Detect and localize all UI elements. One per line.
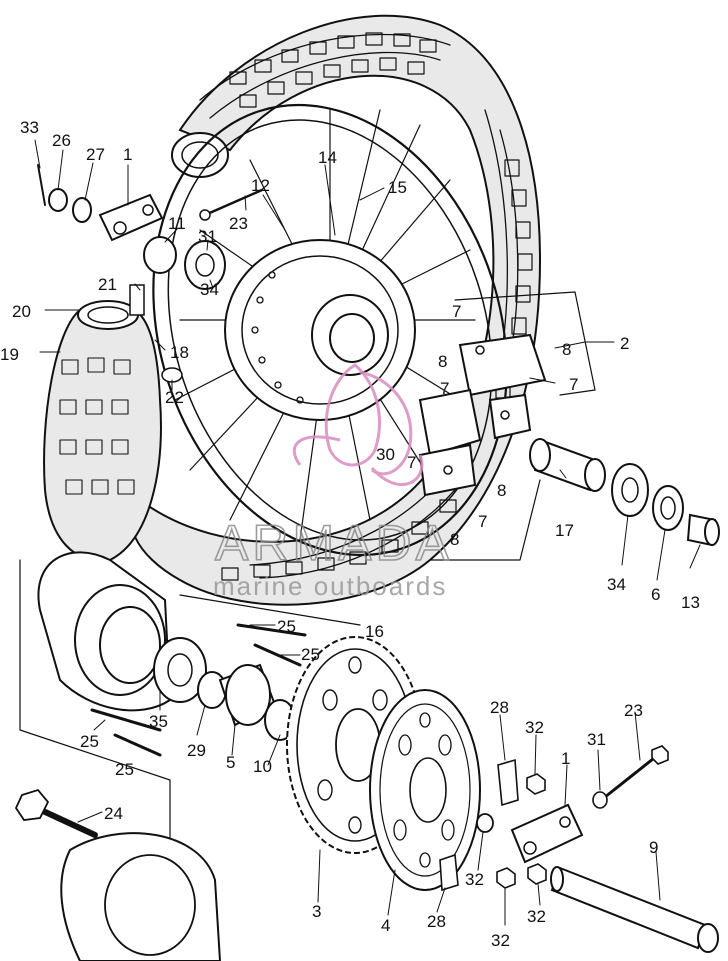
callout-25: 25 — [115, 760, 134, 779]
callout-3: 3 — [312, 902, 321, 921]
watermark: ARMADA marine outboards — [213, 363, 453, 601]
callout-32: 32 — [527, 907, 546, 926]
callout-31: 31 — [587, 730, 606, 749]
callout-2: 2 — [620, 334, 629, 353]
callout-14: 14 — [318, 148, 337, 167]
callout-7: 7 — [569, 375, 578, 394]
callout-20: 20 — [12, 302, 31, 321]
leader-lines — [34, 139, 701, 926]
callout-5: 5 — [226, 753, 235, 772]
callout-27: 27 — [86, 145, 105, 164]
callout-4: 4 — [381, 916, 390, 935]
callout-28: 28 — [427, 912, 446, 931]
callout-25: 25 — [301, 645, 320, 664]
callout-18: 18 — [170, 343, 189, 362]
callout-34: 34 — [200, 280, 219, 299]
callout-7: 7 — [440, 379, 449, 398]
callout-1: 1 — [123, 145, 132, 164]
callout-9: 9 — [649, 838, 658, 857]
callout-29: 29 — [187, 741, 206, 760]
sprocket-guard-plate — [369, 689, 519, 892]
callout-30: 30 — [376, 445, 395, 464]
callout-8: 8 — [497, 481, 506, 500]
callout-35: 35 — [149, 712, 168, 731]
callout-10: 10 — [253, 757, 272, 776]
brake-shoe-assembly — [418, 291, 596, 561]
callout-7: 7 — [452, 302, 461, 321]
sprocket-hub — [19, 551, 361, 961]
callout-7: 7 — [407, 453, 416, 472]
detail-inset — [14, 788, 222, 961]
callout-32: 32 — [525, 718, 544, 737]
callout-17: 17 — [555, 521, 574, 540]
callout-13: 13 — [681, 593, 700, 612]
callout-11: 11 — [168, 214, 186, 233]
callout-23: 23 — [229, 214, 248, 233]
callout-22: 22 — [165, 388, 184, 407]
callout-16: 16 — [365, 622, 384, 641]
callout-6: 6 — [651, 585, 660, 604]
callout-21: 21 — [98, 275, 117, 294]
callout-32: 32 — [491, 931, 510, 950]
callout-7: 7 — [478, 512, 487, 531]
callout-25: 25 — [80, 732, 99, 751]
tire-section — [43, 284, 162, 562]
watermark-subtitle: marine outboards — [213, 571, 447, 601]
callout-1: 1 — [561, 749, 570, 768]
callout-8: 8 — [562, 340, 571, 359]
callout-33: 33 — [20, 118, 39, 137]
callout-32: 32 — [465, 870, 484, 889]
callout-31: 31 — [198, 227, 217, 246]
callout-25: 25 — [277, 617, 296, 636]
axle-and-adjuster — [476, 745, 719, 953]
watermark-title: ARMADA — [215, 515, 453, 571]
callout-24: 24 — [104, 804, 123, 823]
axle-left-parts — [37, 164, 264, 383]
callout-15: 15 — [388, 178, 407, 197]
callout-19: 19 — [0, 345, 19, 364]
callout-8: 8 — [450, 530, 459, 549]
callout-28: 28 — [490, 698, 509, 717]
callout-26: 26 — [52, 131, 71, 150]
callout-23: 23 — [624, 701, 643, 720]
callout-labels: 33 26 27 1 14 15 12 11 23 31 34 21 20 19… — [0, 118, 700, 950]
callout-34: 34 — [607, 575, 626, 594]
callout-12: 12 — [251, 176, 270, 195]
callout-8: 8 — [438, 352, 447, 371]
axle-right-parts — [529, 438, 720, 547]
watermark-logo — [292, 363, 424, 487]
